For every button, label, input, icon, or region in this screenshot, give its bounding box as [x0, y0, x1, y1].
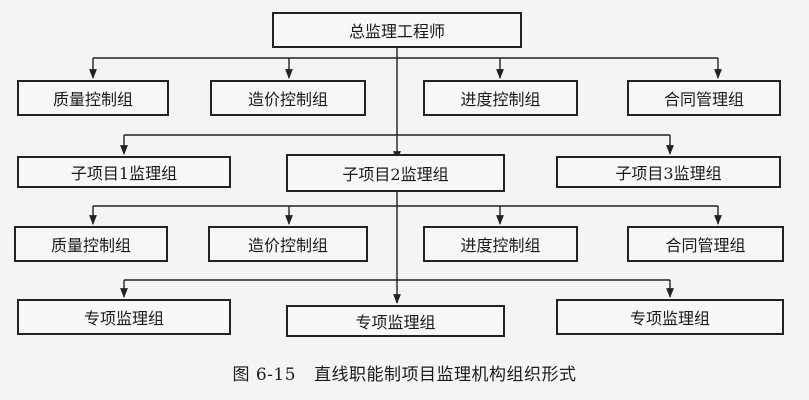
l1-contract-label: 合同管理组 [663, 90, 744, 109]
subproject-1-label: 子项目1监理组 [70, 164, 178, 183]
l3-cost-box: 造价控制组 [208, 226, 368, 262]
special-group-3-label: 专项监理组 [629, 309, 710, 328]
subproject-1-box: 子项目1监理组 [17, 156, 231, 188]
l1-cost-box: 造价控制组 [210, 80, 366, 116]
figure-number: 图 6-15 [232, 365, 297, 385]
special-group-2-label: 专项监理组 [355, 313, 436, 332]
subproject-3-label: 子项目3监理组 [615, 164, 722, 183]
l3-cost-label: 造价控制组 [247, 236, 328, 255]
l3-quality-box: 质量控制组 [14, 226, 168, 262]
l1-quality-box: 质量控制组 [17, 80, 169, 116]
chief-engineer-label: 总监理工程师 [348, 22, 445, 41]
l3-contract-label: 合同管理组 [665, 236, 746, 255]
special-group-1-label: 专项监理组 [83, 309, 164, 328]
special-group-3-box: 专项监理组 [556, 299, 784, 335]
subproject-2-box: 子项目2监理组 [286, 154, 505, 192]
subproject-3-box: 子项目3监理组 [556, 156, 781, 188]
l1-contract-box: 合同管理组 [627, 80, 781, 116]
l1-quality-label: 质量控制组 [52, 90, 133, 109]
special-group-2-box: 专项监理组 [286, 305, 505, 337]
l3-schedule-label: 进度控制组 [460, 236, 541, 255]
l3-schedule-box: 进度控制组 [423, 226, 578, 262]
figure-title: 直线职能制项目监理机构组织形式 [314, 365, 577, 385]
l3-quality-label: 质量控制组 [50, 236, 131, 255]
subproject-2-label: 子项目2监理组 [342, 165, 449, 184]
chief-engineer-box: 总监理工程师 [272, 12, 522, 48]
l1-schedule-label: 进度控制组 [460, 90, 541, 109]
figure-caption: 图 6-15 直线职能制项目监理机构组织形式 [0, 360, 809, 385]
l1-schedule-box: 进度控制组 [423, 80, 578, 116]
l1-cost-label: 造价控制组 [247, 90, 328, 109]
special-group-1-box: 专项监理组 [17, 299, 231, 335]
l3-contract-box: 合同管理组 [627, 226, 784, 262]
